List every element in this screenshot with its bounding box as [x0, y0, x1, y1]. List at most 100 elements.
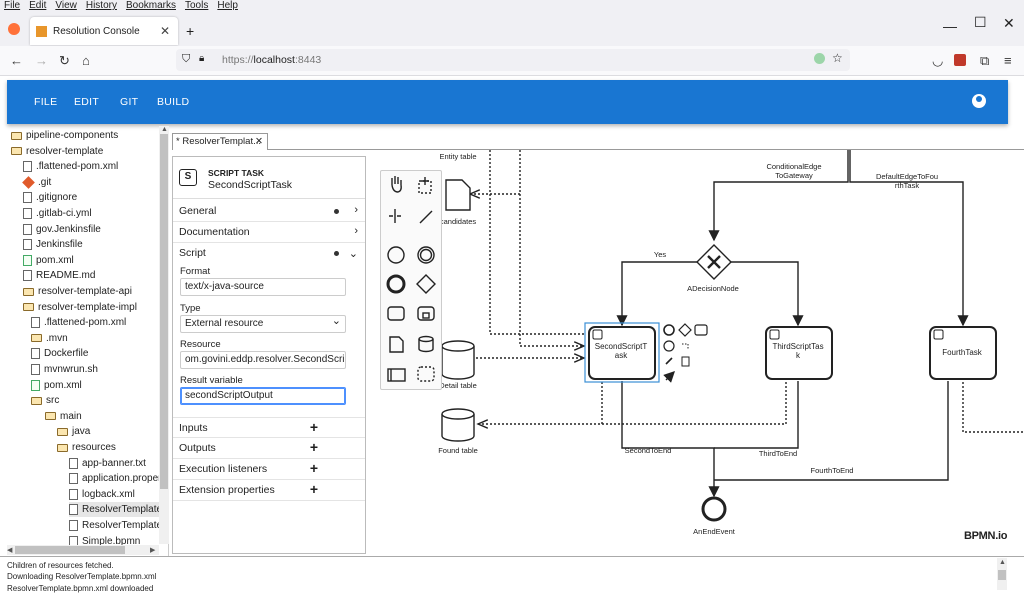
tree-item[interactable]: .git: [22, 175, 51, 190]
type-select[interactable]: External resource: [180, 315, 346, 333]
log-line: Downloading ResolverTemplate.bpmn.xml: [7, 572, 157, 581]
chevron-right-icon[interactable]: ›: [354, 225, 358, 237]
tree-item[interactable]: gov.Jenkinsfile: [23, 222, 101, 237]
script-group[interactable]: Script ⌄: [173, 243, 365, 264]
add-icon[interactable]: +: [309, 419, 318, 435]
menu-help[interactable]: Help: [217, 0, 238, 11]
forward-icon[interactable]: →: [35, 53, 48, 68]
editor-tab[interactable]: * ResolverTemplat... ✕: [172, 133, 268, 150]
extensions-icon[interactable]: ⧉: [980, 53, 990, 68]
tree-item[interactable]: logback.xml: [69, 487, 135, 502]
log-scrollbar[interactable]: ▲: [997, 558, 1007, 590]
scroll-up-icon[interactable]: ▲: [161, 126, 168, 133]
home-icon[interactable]: ⌂: [82, 53, 90, 68]
bpmn-io-logo[interactable]: BPMN.io: [964, 530, 1008, 542]
tree-item[interactable]: .mvn: [31, 331, 68, 346]
add-icon[interactable]: +: [309, 439, 318, 455]
tree-item[interactable]: Dockerfile: [31, 346, 88, 361]
tree-item[interactable]: pipeline-components: [11, 128, 118, 143]
scroll-thumb[interactable]: [15, 546, 125, 554]
tree-item[interactable]: resolver-template: [11, 144, 103, 159]
scroll-thumb[interactable]: [998, 570, 1006, 580]
tree-item[interactable]: ResolverTemplate.: [69, 502, 168, 518]
tree-item[interactable]: README.md: [23, 268, 95, 283]
account-icon[interactable]: [972, 94, 986, 108]
browser-tab[interactable]: Resolution Console ✕: [30, 17, 178, 45]
fourth-task-label[interactable]: FourthTask: [942, 348, 982, 357]
format-field[interactable]: text/x-java-source: [180, 278, 346, 296]
outputs-group[interactable]: Outputs +: [173, 438, 365, 459]
extension-properties-group[interactable]: Extension properties +: [173, 480, 365, 501]
menu-bookmarks[interactable]: Bookmarks: [125, 0, 176, 11]
close-window-icon[interactable]: ✕: [1003, 15, 1015, 31]
bpmn-canvas[interactable]: [366, 150, 1024, 554]
tree-item[interactable]: main: [45, 409, 82, 424]
tree-item[interactable]: .flattened-pom.xml: [23, 159, 118, 174]
result-variable-field[interactable]: secondScriptOutput: [180, 387, 346, 405]
tree-item[interactable]: app-banner.txt: [69, 456, 146, 471]
tree-item[interactable]: Jenkinsfile: [23, 237, 83, 252]
add-icon[interactable]: +: [309, 481, 318, 497]
tree-item-label: resolver-template-api: [38, 286, 132, 297]
tree-item[interactable]: .gitlab-ci.yml: [23, 206, 92, 221]
execution-listeners-group[interactable]: Execution listeners +: [173, 459, 365, 480]
extension-icon[interactable]: [814, 53, 825, 64]
file-menu-button[interactable]: FILE: [34, 96, 58, 108]
close-editor-tab-icon[interactable]: ✕: [255, 136, 263, 147]
hamburger-menu-icon[interactable]: ≡: [1004, 53, 1012, 68]
menu-view[interactable]: View: [55, 0, 77, 11]
tree-item[interactable]: application.proper: [69, 471, 162, 486]
inputs-group[interactable]: Inputs +: [173, 417, 365, 438]
url-bar[interactable]: ⛉ 🔒︎ https:// localhost :8443 ☆: [176, 49, 850, 71]
scroll-up-icon[interactable]: ▲: [999, 559, 1006, 566]
second-task-label[interactable]: SecondScriptT ask: [594, 342, 648, 360]
tree-item[interactable]: java: [57, 424, 90, 439]
subprocess-tool-icon: [417, 306, 435, 321]
tree-item[interactable]: .flattened-pom.xml: [31, 315, 126, 330]
third-script-task: [765, 326, 833, 380]
menu-history[interactable]: History: [85, 0, 117, 11]
tree-item-label: ResolverTemplate.: [82, 504, 165, 516]
bookmark-star-icon[interactable]: ☆: [832, 51, 843, 65]
tree-item[interactable]: resolver-template-impl: [23, 300, 137, 315]
chevron-down-icon[interactable]: ⌄: [348, 248, 358, 260]
pocket-icon[interactable]: ◡: [932, 53, 944, 68]
minimize-icon[interactable]: —: [943, 18, 957, 34]
maximize-icon[interactable]: ☐: [974, 14, 987, 30]
scroll-left-icon[interactable]: ◀: [7, 547, 13, 554]
tree-item[interactable]: resolver-template-api: [23, 284, 132, 299]
tree-item[interactable]: .gitignore: [23, 190, 77, 205]
tree-item[interactable]: src: [31, 393, 59, 408]
menu-tools[interactable]: Tools: [185, 0, 209, 11]
documentation-group[interactable]: Documentation ›: [173, 222, 365, 243]
third-task-label[interactable]: ThirdScriptTas k: [772, 342, 824, 360]
shield-icon[interactable]: ⛉: [182, 53, 191, 65]
tree-item[interactable]: resources: [57, 440, 116, 455]
scroll-thumb[interactable]: [160, 134, 168, 489]
back-icon[interactable]: ←: [10, 53, 23, 68]
properties-header: S SCRIPT TASK SecondScriptTask: [173, 157, 365, 199]
general-group[interactable]: General ›: [173, 201, 365, 222]
new-tab-icon[interactable]: +: [186, 23, 195, 39]
resource-field[interactable]: om.govini.eddp.resolver.SecondScript: [180, 351, 346, 369]
tree-item[interactable]: ResolverTemplate: [69, 518, 162, 533]
scroll-right-icon[interactable]: ▶: [150, 547, 156, 554]
close-tab-icon[interactable]: ✕: [159, 24, 170, 38]
tree-item[interactable]: pom.xml: [31, 378, 82, 393]
reload-icon[interactable]: ↻: [59, 53, 70, 68]
menu-file[interactable]: File: [4, 0, 21, 11]
edit-menu-button[interactable]: EDIT: [74, 96, 100, 108]
tree-item[interactable]: pom.xml: [23, 253, 74, 268]
gateway-x-marker: [707, 255, 721, 269]
menu-edit[interactable]: Edit: [29, 0, 47, 11]
chevron-right-icon[interactable]: ›: [354, 204, 358, 216]
git-menu-button[interactable]: GIT: [120, 96, 139, 108]
lock-icon[interactable]: 🔒︎: [199, 53, 205, 64]
build-menu-button[interactable]: BUILD: [157, 96, 190, 108]
add-icon[interactable]: +: [309, 460, 318, 476]
tree-item[interactable]: mvnwrun.sh: [31, 362, 98, 377]
addon-icon[interactable]: [954, 54, 966, 66]
tree-vertical-scrollbar[interactable]: ▲: [159, 126, 169, 544]
firefox-icon[interactable]: [8, 23, 20, 35]
tree-horizontal-scrollbar[interactable]: ◀ ▶: [7, 545, 159, 555]
